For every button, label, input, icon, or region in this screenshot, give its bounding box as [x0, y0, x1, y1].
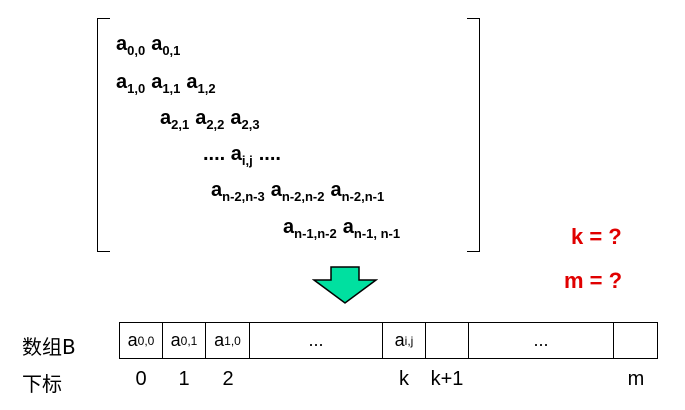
matrix-element: an-2,n-3: [211, 179, 265, 204]
index-value: k: [399, 368, 409, 390]
index-value: 2: [222, 368, 234, 390]
matrix-element: a1,0: [116, 71, 146, 96]
array-cell: ...: [249, 322, 383, 359]
index-value: 0: [135, 368, 147, 390]
matrix-element: a2,1: [160, 107, 190, 132]
array-cell: ...: [468, 322, 614, 359]
matrix-element: an-2,n-2: [270, 179, 325, 204]
matrix-element: an-1,n-2: [283, 216, 337, 241]
matrix-right-bracket: [467, 18, 480, 252]
matrix-element: .... ai,j: [203, 143, 253, 168]
matrix-element: a1,2: [186, 71, 216, 96]
array-cell: [613, 322, 658, 359]
matrix-element: an-1, n-1: [342, 216, 401, 241]
down-arrow-icon: [312, 266, 378, 304]
array-cell: [425, 322, 469, 359]
matrix-element: ....: [258, 143, 281, 165]
matrix-element: a2,2: [195, 107, 225, 132]
array-name-label: 数组B: [22, 335, 76, 359]
matrix-element: an-2,n-1: [330, 179, 385, 204]
matrix-element: a0,0: [116, 33, 146, 58]
index-value: k+1: [430, 368, 464, 390]
matrix-element: a0,1: [151, 33, 181, 58]
question-k: k = ?: [571, 224, 622, 249]
index-value: m: [627, 368, 645, 390]
question-m: m = ?: [564, 268, 623, 293]
matrix-left-bracket: [97, 18, 110, 252]
matrix-element: a2,3: [230, 107, 260, 132]
index-label: 下标: [22, 372, 62, 396]
index-value: 1: [178, 368, 190, 390]
matrix-row-3: .... ai,j....: [203, 143, 281, 168]
matrix-element: a1,1: [151, 71, 181, 96]
